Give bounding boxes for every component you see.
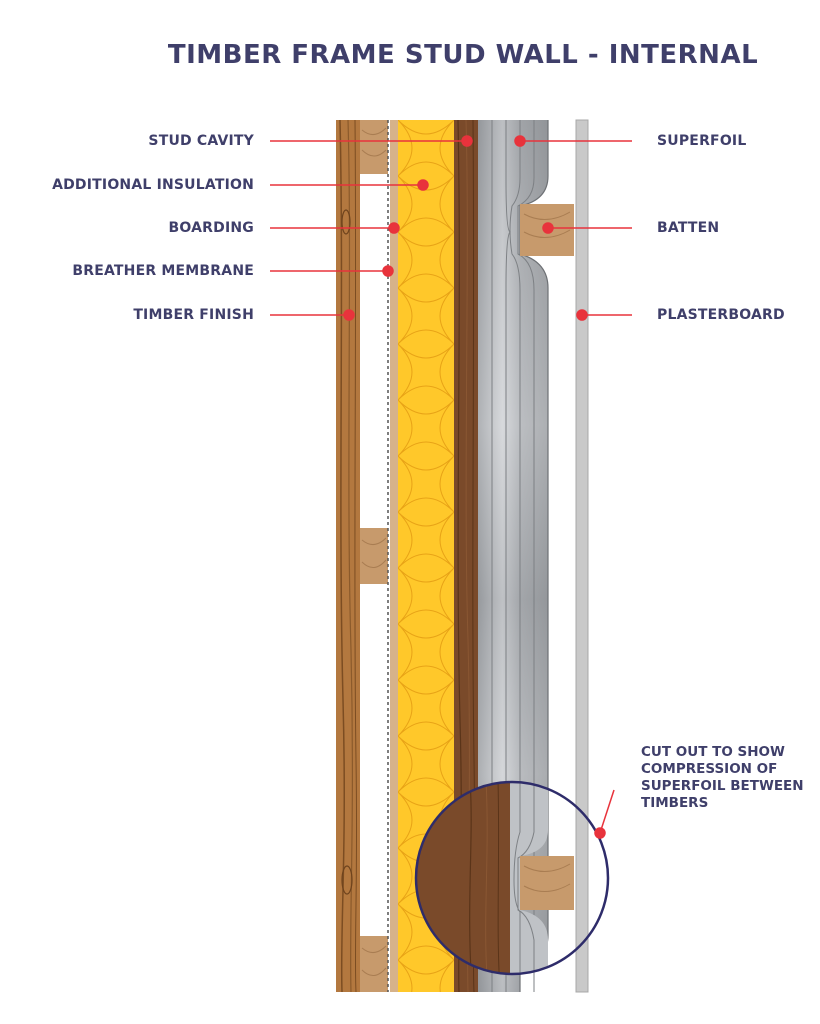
diagram-title: TIMBER FRAME STUD WALL - INTERNAL [167,40,759,70]
leader-lines-right [514,135,632,839]
callout-line: CUT OUT TO SHOW [641,744,785,760]
cavity-battens [360,120,388,992]
boarding [390,120,398,992]
cutout-callout: CUT OUT TO SHOW COMPRESSION OF SUPERFOIL… [641,744,816,812]
label-batten: BATTEN [657,220,720,236]
label-plasterboard: PLASTERBOARD [657,307,785,323]
label-additional-insulation: ADDITIONAL INSULATION [52,177,254,193]
superfoil-layers [478,120,549,992]
callout-line: TIMBERS [641,795,709,811]
label-superfoil: SUPERFOIL [657,133,747,149]
plasterboard [575,119,589,993]
callout-line: COMPRESSION OF [641,761,778,777]
label-breather-membrane: BREATHER MEMBRANE [72,263,254,279]
label-boarding: BOARDING [168,220,254,236]
leader-lines-left [270,135,473,321]
timber-finish-board [336,119,360,993]
callout-line: SUPERFOIL BETWEEN [641,778,804,794]
cutout-circle [414,780,610,976]
label-stud-cavity: STUD CAVITY [148,133,254,149]
label-timber-finish: TIMBER FINISH [133,307,254,323]
